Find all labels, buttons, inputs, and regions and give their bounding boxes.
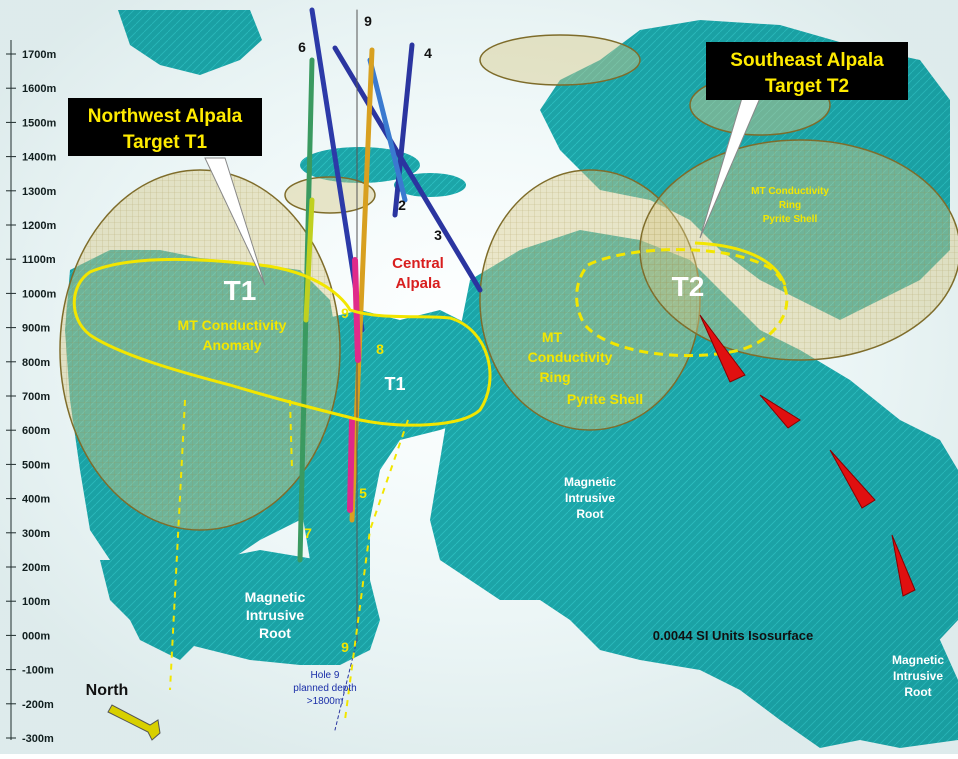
callout-southeast: Southeast Alpala Target T2 [706,42,908,100]
hole-8-number: 8 [376,341,384,357]
central-alpala-line2: Alpala [395,275,441,292]
hole-9-top-number: 9 [364,13,372,29]
callout-southeast-line2: Target T2 [765,76,849,97]
callout-northwest: Northwest Alpala Target T1 [68,98,262,156]
hole-2-number: 2 [398,197,406,213]
hole-5-number: 5 [359,485,367,501]
target-t2-label: T2 [672,271,705,302]
central-alpala-line1: Central [392,255,444,272]
hole-4-number: 4 [424,45,432,61]
hole-7-number: 7 [304,525,312,541]
mt-anomaly-line1: MT Conductivity [178,317,287,333]
mag-right-line1: Magnetic [892,653,944,667]
hole9-note-line1: Hole 9 [311,670,340,681]
mag-left-line2: Intrusive [246,607,305,623]
mt-anomaly-line2: Anomaly [202,337,261,353]
ring-right-line1: MT Conductivity [751,186,829,197]
ring-right-line2: Ring [779,200,801,211]
mag-center-line1: Magnetic [564,475,616,489]
target-t1-small-label: T1 [384,374,405,394]
mag-right-line3: Root [904,685,931,699]
target-t1-label: T1 [224,275,257,306]
mag-center-line2: Intrusive [565,491,615,505]
north-label: North [86,682,129,699]
hole-6-number: 6 [298,39,306,55]
isosurface-label: 0.0044 SI Units Isosurface [653,628,813,643]
callout-northwest-line1: Northwest Alpala [88,106,243,127]
ring-left-line1: MT [542,329,563,345]
hole-9-bottom-number: 9 [341,639,349,655]
ring-left-line2: Conductivity [528,349,613,365]
ring-right-line3: Pyrite Shell [763,214,818,225]
mag-left-line3: Root [259,625,291,641]
ring-left-line3: Ring [539,369,570,385]
hole9-note-line2: planned depth [293,683,356,694]
ring-left-line4: Pyrite Shell [567,391,643,407]
hole9-note-line3: >1800m [307,696,343,707]
mag-center-line3: Root [576,507,603,521]
mag-right-line2: Intrusive [893,669,943,683]
hole-9-mid-number: 9 [341,305,349,321]
callout-southeast-line1: Southeast Alpala [730,50,884,71]
callout-northwest-line2: Target T1 [123,132,208,153]
mag-left-line1: Magnetic [245,589,306,605]
hole-3-number: 3 [434,227,442,243]
